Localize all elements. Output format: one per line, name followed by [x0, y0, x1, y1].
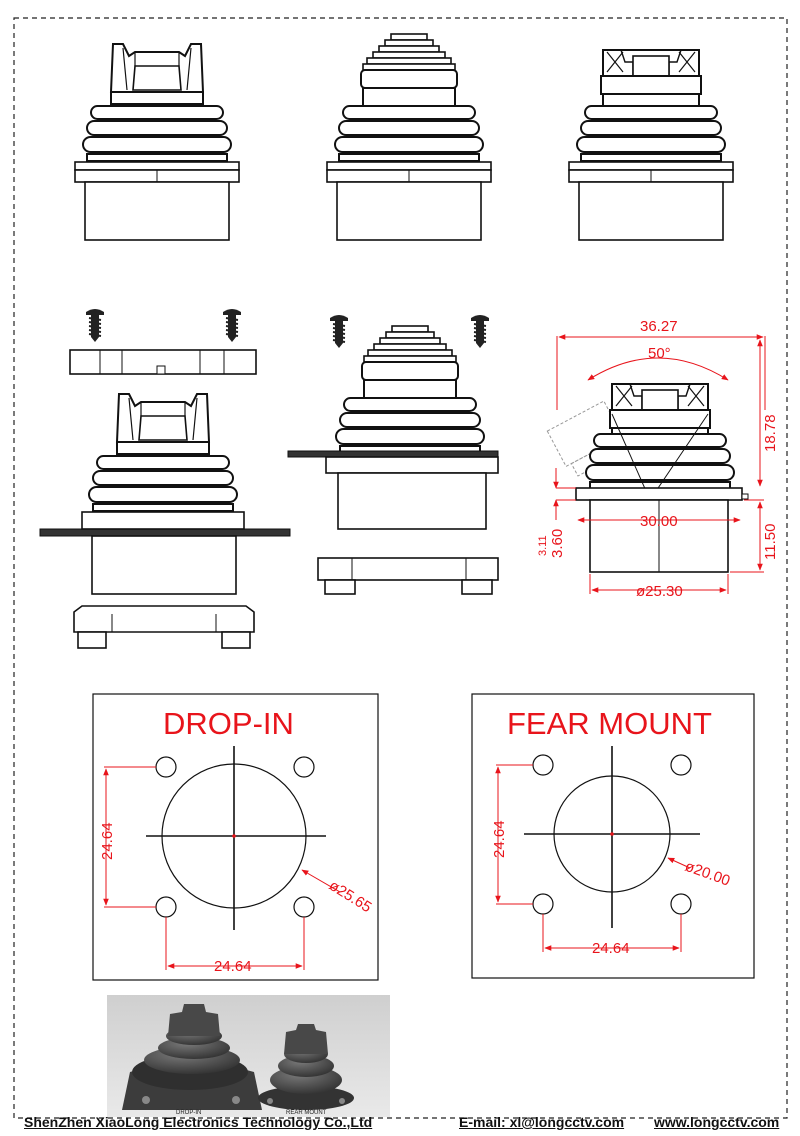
- fear-mount-vertical: 24.64: [491, 820, 508, 858]
- photo-label-drop-in: DROP-IN: [176, 1110, 201, 1116]
- view-crown-knob: [568, 49, 734, 241]
- dim-top-width: 36.27: [640, 318, 678, 335]
- footer-company: ShenZhen XiaoLong Electronics Technology…: [24, 1114, 373, 1130]
- dim-height-right: 18.78: [762, 414, 779, 452]
- fear-mount-title: FEAR MOUNT: [507, 706, 712, 741]
- footer-email[interactable]: E-mail: xl@longcctv.com: [459, 1114, 625, 1130]
- drop-in-vertical: 24.64: [99, 822, 116, 860]
- photo-label-rear-mount: REAR MOUNT: [286, 1110, 327, 1116]
- dim-body-height: 11.50: [762, 524, 779, 560]
- product-photo: DROP-IN REAR MOUNT: [107, 995, 390, 1117]
- sheet-border: [13, 17, 788, 1119]
- view-dimensioned: 36.27 50° 18.78 30.00 3.60 3.11 11.50 ø2…: [537, 318, 779, 600]
- dim-angle: 50°: [648, 345, 671, 362]
- view-rear-mount-exploded: [287, 314, 499, 595]
- drop-in-horizontal: 24.64: [214, 958, 252, 975]
- fear-mount-panel: FEAR MOUNT 24.64 24.64 ø20.00: [471, 693, 755, 979]
- fear-mount-horizontal: 24.64: [592, 940, 630, 957]
- view-cone-knob: [326, 33, 492, 241]
- view-cup-knob: [74, 43, 240, 241]
- dim-small-height-b: 3.11: [537, 535, 549, 556]
- footer-website[interactable]: www.longcctv.com: [654, 1114, 780, 1130]
- footer: ShenZhen XiaoLong Electronics Technology…: [24, 1114, 784, 1134]
- dim-small-height: 3.60: [549, 529, 566, 558]
- drop-in-title: DROP-IN: [163, 706, 294, 741]
- drop-in-panel: DROP-IN 24.64 24.64 ø25.65: [92, 693, 379, 981]
- dim-base-width: 30.00: [640, 513, 678, 530]
- view-drop-in-exploded: [39, 308, 291, 649]
- dim-body-diameter: ø25.30: [636, 583, 683, 600]
